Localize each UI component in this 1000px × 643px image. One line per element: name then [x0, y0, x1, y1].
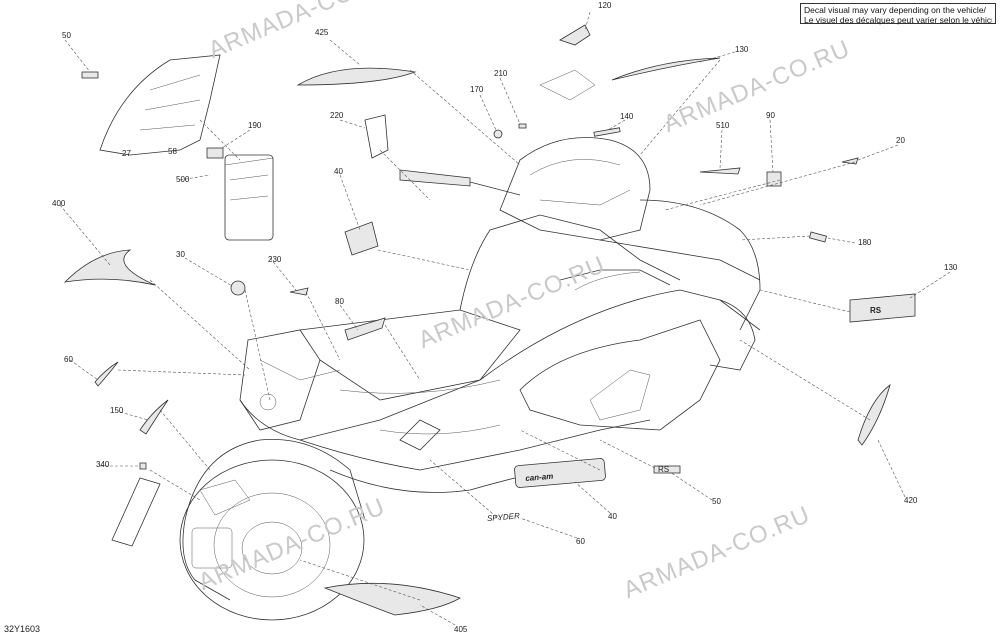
decal-510 [699, 167, 741, 175]
callout-60-lower: 60 [576, 537, 585, 546]
decal-340 [139, 462, 147, 470]
decal-80 [344, 317, 386, 341]
callout-170: 170 [470, 85, 484, 94]
front-fairing [519, 319, 721, 431]
callout-230: 230 [268, 255, 282, 264]
callout-420: 420 [904, 496, 918, 505]
callout-400: 400 [52, 199, 66, 208]
decal-rs [849, 293, 916, 323]
callout-130: 130 [735, 45, 749, 54]
callout-120: 120 [598, 1, 612, 10]
svg-text:SPYDER: SPYDER [487, 511, 521, 523]
decal-can-am [514, 458, 606, 488]
leader-lines [59, 11, 951, 626]
callout-405: 405 [454, 625, 468, 634]
decal-170 [493, 129, 503, 139]
callout-20: 20 [896, 136, 905, 145]
decal-210 [518, 123, 527, 129]
note-line-2: Le visuel des décalques peut varier selo… [804, 15, 992, 25]
decal-60-left [94, 361, 119, 387]
callout-150: 150 [110, 406, 124, 415]
callout-180: 180 [858, 238, 872, 247]
callout-60: 60 [64, 355, 73, 364]
decal-140 [593, 127, 621, 137]
vehicle-body [179, 137, 761, 621]
decal-130-stripe [611, 57, 721, 81]
callout-50: 50 [62, 31, 71, 40]
callout-90: 90 [766, 111, 775, 120]
decal-340-panel [111, 477, 161, 547]
callout-80: 80 [335, 297, 344, 306]
decal-note-box: Decal visual may vary depending on the v… [800, 3, 996, 25]
decal-150 [139, 399, 169, 435]
callout-340: 340 [96, 460, 110, 469]
callout-140: 140 [620, 112, 634, 121]
svg-text:RS: RS [870, 306, 882, 315]
handlebar-grip [399, 169, 471, 187]
callout-210: 210 [494, 69, 508, 78]
decal-190 [206, 147, 224, 159]
decal-420 [857, 383, 891, 446]
callout-50-lower: 50 [712, 497, 721, 506]
decal-120 [559, 24, 591, 46]
decal-405 [323, 582, 461, 616]
callout-190: 190 [248, 121, 262, 130]
side-panel-decal [99, 54, 221, 156]
decal-400 [63, 249, 156, 286]
decal-30 [230, 280, 246, 296]
storage-box [224, 154, 274, 241]
callout-425: 425 [315, 28, 329, 37]
decal-90 [766, 171, 782, 187]
decal-425 [296, 67, 417, 86]
svg-text:58: 58 [168, 147, 177, 156]
callout-30: 30 [176, 250, 185, 259]
decal-parts: 27 58 RS [63, 24, 916, 616]
svg-text:RS: RS [658, 465, 669, 474]
rear-wheel [179, 459, 365, 621]
callout-130-rs: 130 [944, 263, 958, 272]
small-label-50 [81, 71, 99, 79]
decal-180 [809, 231, 827, 243]
callout-40: 40 [334, 167, 343, 176]
callout-numbers: 120 425 130 50 210 170 140 510 90 20 220… [52, 1, 958, 634]
decal-40-upper [344, 221, 379, 256]
decal-230 [289, 287, 309, 296]
svg-text:can-am: can-am [525, 472, 554, 483]
decal-220 [364, 114, 389, 159]
svg-text:27: 27 [122, 149, 131, 158]
front-cowl [499, 137, 651, 241]
decal-50-small [653, 465, 681, 474]
note-line-1: Decal visual may vary depending on the v… [804, 5, 986, 15]
figure-id: 32Y1603 [4, 624, 41, 634]
callout-510: 510 [716, 121, 730, 130]
callout-40-lower: 40 [608, 512, 617, 521]
callout-500: 500 [176, 175, 190, 184]
callout-220: 220 [330, 111, 344, 120]
